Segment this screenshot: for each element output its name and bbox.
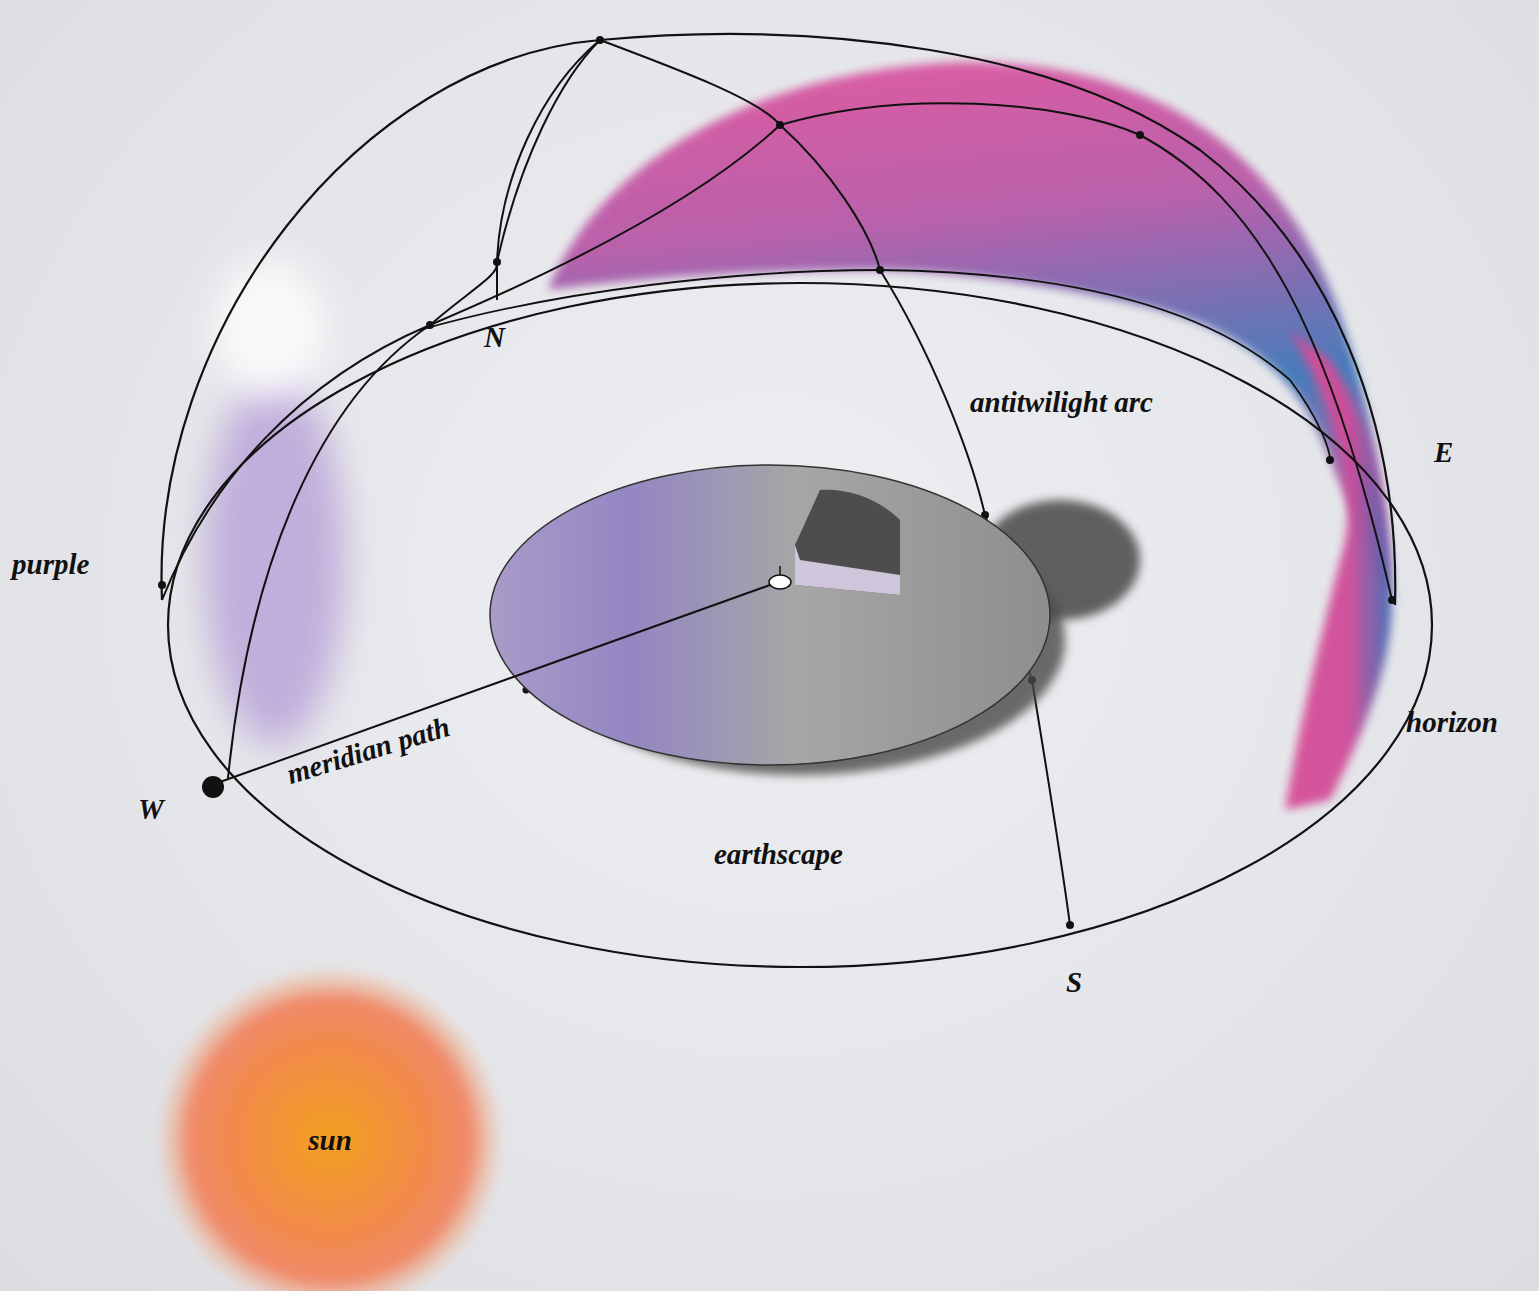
compass-label: W (138, 795, 164, 824)
color-label: purple (12, 550, 89, 579)
arc-label: antitwilight arc (970, 388, 1153, 417)
ground-label: earthscape (714, 840, 843, 869)
path-label: meridian path (284, 712, 454, 789)
compass-label: N (484, 323, 505, 352)
compass-label: S (1066, 968, 1082, 997)
sun-label: sun (308, 1124, 352, 1157)
compass-label: E (1434, 438, 1453, 467)
horizon-label: horizon (1406, 708, 1498, 737)
sun-disc: sun (170, 980, 490, 1291)
